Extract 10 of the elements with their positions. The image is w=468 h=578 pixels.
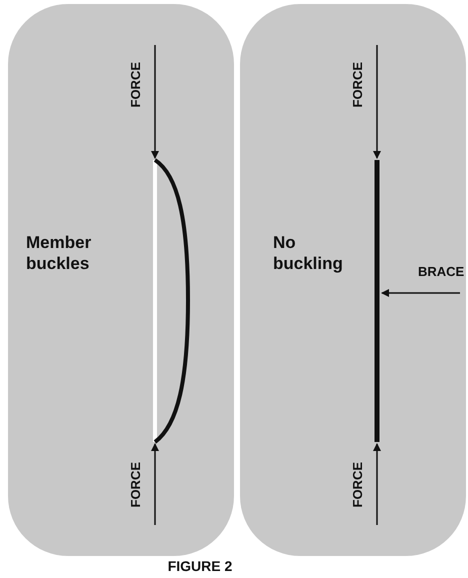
force-label: FORCE [128,62,143,108]
figure-caption: FIGURE 2 [166,558,234,574]
force-label: FORCE [350,462,365,508]
panel [8,4,234,556]
brace-label: BRACE [418,264,464,279]
force-label: FORCE [350,62,365,108]
panel-label: Member buckles [26,232,92,274]
force-label: FORCE [128,462,143,508]
panel-label: No buckling [273,232,344,274]
panel [240,4,466,556]
